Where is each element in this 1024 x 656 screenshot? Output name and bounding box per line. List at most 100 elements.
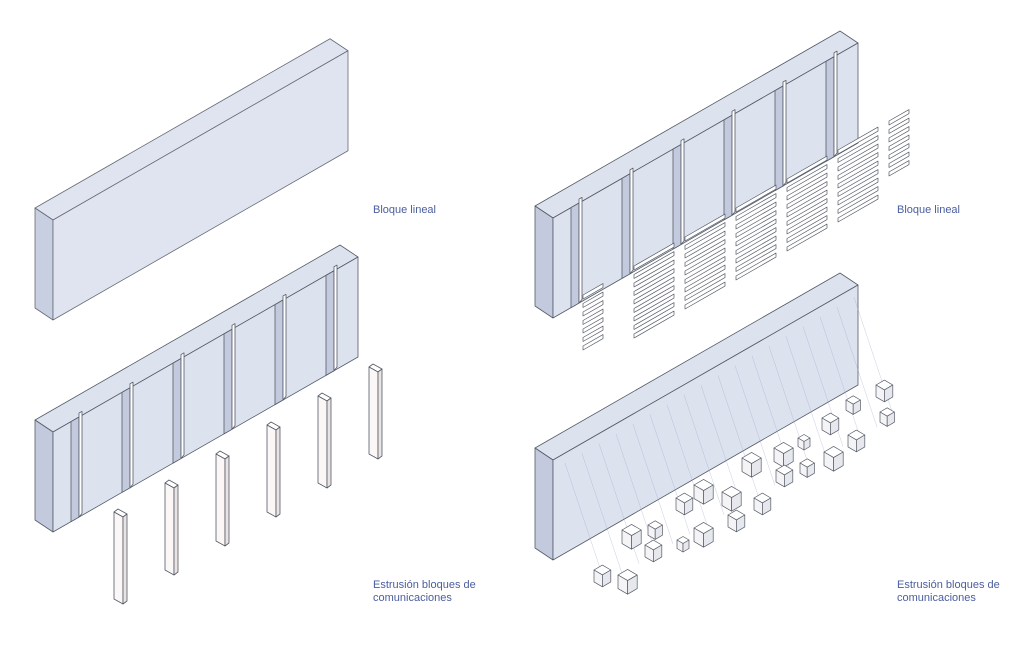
- cube-right: [806, 462, 815, 478]
- stair-slab: [735, 193, 777, 221]
- stair-slab: [786, 155, 828, 184]
- cube-right: [703, 484, 714, 505]
- right-bottom-label: Estrusión bloques de comunicaciones: [897, 579, 1000, 605]
- pilaster-edge: [231, 323, 236, 430]
- pillar-side: [326, 397, 332, 489]
- pilaster: [570, 202, 580, 309]
- stair-slab: [735, 218, 777, 247]
- pilaster-edge: [282, 293, 287, 401]
- stair-slab: [888, 160, 910, 177]
- stair-slab: [786, 198, 828, 226]
- stair-slab: [684, 264, 726, 293]
- cube-right: [833, 451, 844, 472]
- stair-slab: [582, 291, 604, 308]
- pillar-side: [173, 484, 179, 576]
- stair-slab: [735, 244, 777, 272]
- stair-slab: [786, 189, 828, 218]
- pilaster-edge: [629, 167, 634, 275]
- cube-right: [751, 457, 762, 478]
- left-pilasters: [70, 264, 338, 523]
- pilaster-edge: [731, 109, 736, 216]
- block-end-face: [34, 419, 54, 533]
- pilaster-edge: [180, 352, 185, 459]
- left-top-label: Bloque lineal: [373, 204, 436, 216]
- stair-slab: [735, 227, 777, 255]
- pillar-front: [113, 511, 124, 605]
- stair-slab: [786, 164, 828, 192]
- block-end-face: [34, 207, 54, 321]
- cube-right: [783, 447, 794, 468]
- pilaster-edge: [78, 410, 83, 518]
- projection-lines: [564, 297, 895, 584]
- cube-right: [703, 527, 714, 548]
- block-front-face: [552, 284, 859, 561]
- cube-right: [736, 514, 746, 533]
- block-front-face: [52, 50, 349, 321]
- left-bottom-label: Estrusión bloques de comunicaciones: [373, 579, 476, 605]
- stair-slab: [735, 184, 777, 213]
- stair-slab: [837, 152, 879, 180]
- stair-slab: [684, 239, 726, 267]
- right-stair-slabs: [582, 109, 910, 351]
- stair-slab: [735, 201, 777, 230]
- stair-slab: [684, 222, 726, 250]
- stair-slab: [837, 177, 879, 206]
- stair-slab: [888, 134, 910, 151]
- projection-line: [666, 404, 708, 525]
- right-extruded-block: [534, 272, 859, 561]
- right-bottom-label-line2: comunicaciones: [897, 592, 976, 604]
- right-pilasters: [570, 50, 838, 309]
- stair-slab: [633, 310, 675, 339]
- cube-right: [830, 417, 840, 436]
- stair-slab: [582, 317, 604, 334]
- stair-slab: [888, 151, 910, 168]
- stair-slab: [786, 181, 828, 209]
- stair-slab: [786, 206, 828, 235]
- stair-slab: [837, 143, 879, 172]
- stair-slab: [684, 256, 726, 284]
- pilaster: [672, 144, 682, 250]
- stair-slab: [633, 251, 675, 279]
- pilaster: [723, 114, 733, 221]
- block-end-face: [534, 205, 554, 319]
- pilaster: [325, 270, 335, 376]
- pillar-front: [266, 424, 277, 518]
- pilaster: [121, 387, 131, 493]
- stair-slab: [633, 302, 675, 330]
- cube-right: [684, 497, 694, 516]
- stair-slab: [735, 210, 777, 238]
- stair-slab: [684, 281, 726, 310]
- left-linear-block: [34, 38, 349, 321]
- stair-slab: [888, 109, 910, 126]
- stair-slab: [888, 117, 910, 134]
- stair-slab: [633, 285, 675, 313]
- stair-slab: [633, 259, 675, 288]
- pillar-side: [224, 455, 230, 547]
- block-end-face: [534, 447, 554, 561]
- stair-slab: [582, 283, 604, 300]
- pilaster: [274, 299, 284, 406]
- pilaster: [223, 328, 233, 435]
- cube-right: [852, 399, 861, 415]
- pilaster: [172, 358, 182, 464]
- cube-right: [886, 411, 895, 427]
- cube-right: [762, 497, 772, 516]
- cube-right: [784, 469, 794, 488]
- pillar-front: [368, 366, 379, 460]
- stair-slab: [786, 215, 828, 243]
- stair-slab: [633, 268, 675, 296]
- pilaster: [774, 85, 784, 192]
- stair-slab: [633, 276, 675, 305]
- projection-line: [785, 336, 827, 457]
- stair-slab: [888, 126, 910, 143]
- cube-right: [631, 529, 642, 550]
- cube-right: [731, 491, 742, 512]
- right-top-label: Bloque lineal: [897, 204, 960, 216]
- pilaster-edge: [833, 50, 838, 158]
- pilaster-edge: [129, 381, 134, 489]
- right-bottom-label-line1: Estrusión bloques de: [897, 579, 1000, 591]
- pilaster: [621, 173, 631, 279]
- cube-right: [602, 569, 612, 588]
- pilaster-edge: [680, 138, 685, 245]
- pillar-front: [164, 482, 175, 576]
